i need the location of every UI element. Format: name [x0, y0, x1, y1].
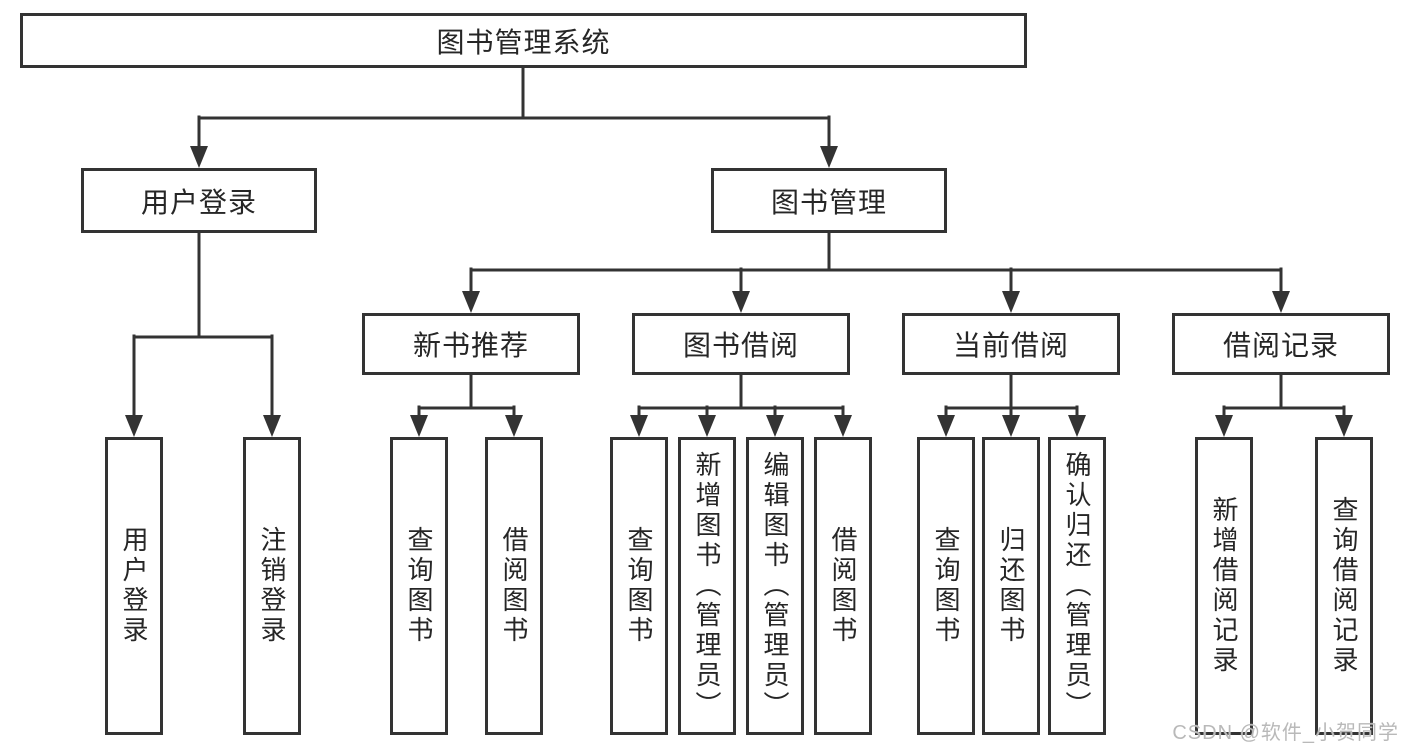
leaf-label: 查询图书 — [931, 526, 961, 646]
leaf-query-books: 查询图书 — [917, 437, 975, 735]
leaf-query-books: 查询图书 — [390, 437, 448, 735]
leaf-return-books: 归还图书 — [982, 437, 1040, 735]
leaf-label: 借阅图书 — [828, 526, 858, 646]
leaf-label: 注销登录 — [257, 526, 287, 646]
node-label: 借阅记录 — [1222, 330, 1339, 361]
node-current-borrowing: 当前借阅 — [902, 313, 1120, 375]
leaf-borrow-books: 借阅图书 — [814, 437, 872, 735]
leaf-label: 查询图书 — [404, 526, 434, 646]
node-borrowing-records: 借阅记录 — [1172, 313, 1390, 375]
node-label: 当前借阅 — [952, 330, 1069, 361]
leaf-label: 查询图书 — [624, 526, 654, 646]
leaf-query-borrow-record: 查询借阅记录 — [1315, 437, 1373, 735]
node-label: 新书推荐 — [412, 330, 529, 361]
node-book-borrowing: 图书借阅 — [632, 313, 850, 375]
leaf-edit-book-admin: 编辑图书（管理员） — [746, 437, 804, 735]
leaf-label: 新增借阅记录 — [1209, 496, 1239, 676]
leaf-label: 新增图书（管理员） — [692, 451, 722, 721]
leaf-logout: 注销登录 — [243, 437, 301, 735]
leaf-label: 编辑图书（管理员） — [760, 451, 790, 721]
leaf-label: 用户登录 — [119, 526, 149, 646]
node-user-login: 用户登录 — [81, 168, 317, 233]
node-label: 图书管理 — [770, 186, 887, 218]
leaf-label: 确认归还（管理员） — [1062, 451, 1092, 721]
leaf-label: 归还图书 — [996, 526, 1026, 646]
node-label: 图书管理系统 — [436, 26, 611, 58]
leaf-add-borrow-record: 新增借阅记录 — [1195, 437, 1253, 735]
leaf-borrow-books: 借阅图书 — [485, 437, 543, 735]
leaf-query-books: 查询图书 — [610, 437, 668, 735]
leaf-user-login: 用户登录 — [105, 437, 163, 735]
leaf-label: 查询借阅记录 — [1329, 496, 1359, 676]
leaf-add-book-admin: 新增图书（管理员） — [678, 437, 736, 735]
leaf-confirm-return-admin: 确认归还（管理员） — [1048, 437, 1106, 735]
node-label: 用户登录 — [140, 186, 257, 218]
node-library-management-system: 图书管理系统 — [20, 13, 1027, 68]
watermark: CSDN @软件_小贺同学 — [1172, 722, 1399, 744]
leaf-label: 借阅图书 — [499, 526, 529, 646]
node-new-book-recommendation: 新书推荐 — [362, 313, 580, 375]
node-label: 图书借阅 — [682, 330, 799, 361]
node-book-management: 图书管理 — [711, 168, 947, 233]
